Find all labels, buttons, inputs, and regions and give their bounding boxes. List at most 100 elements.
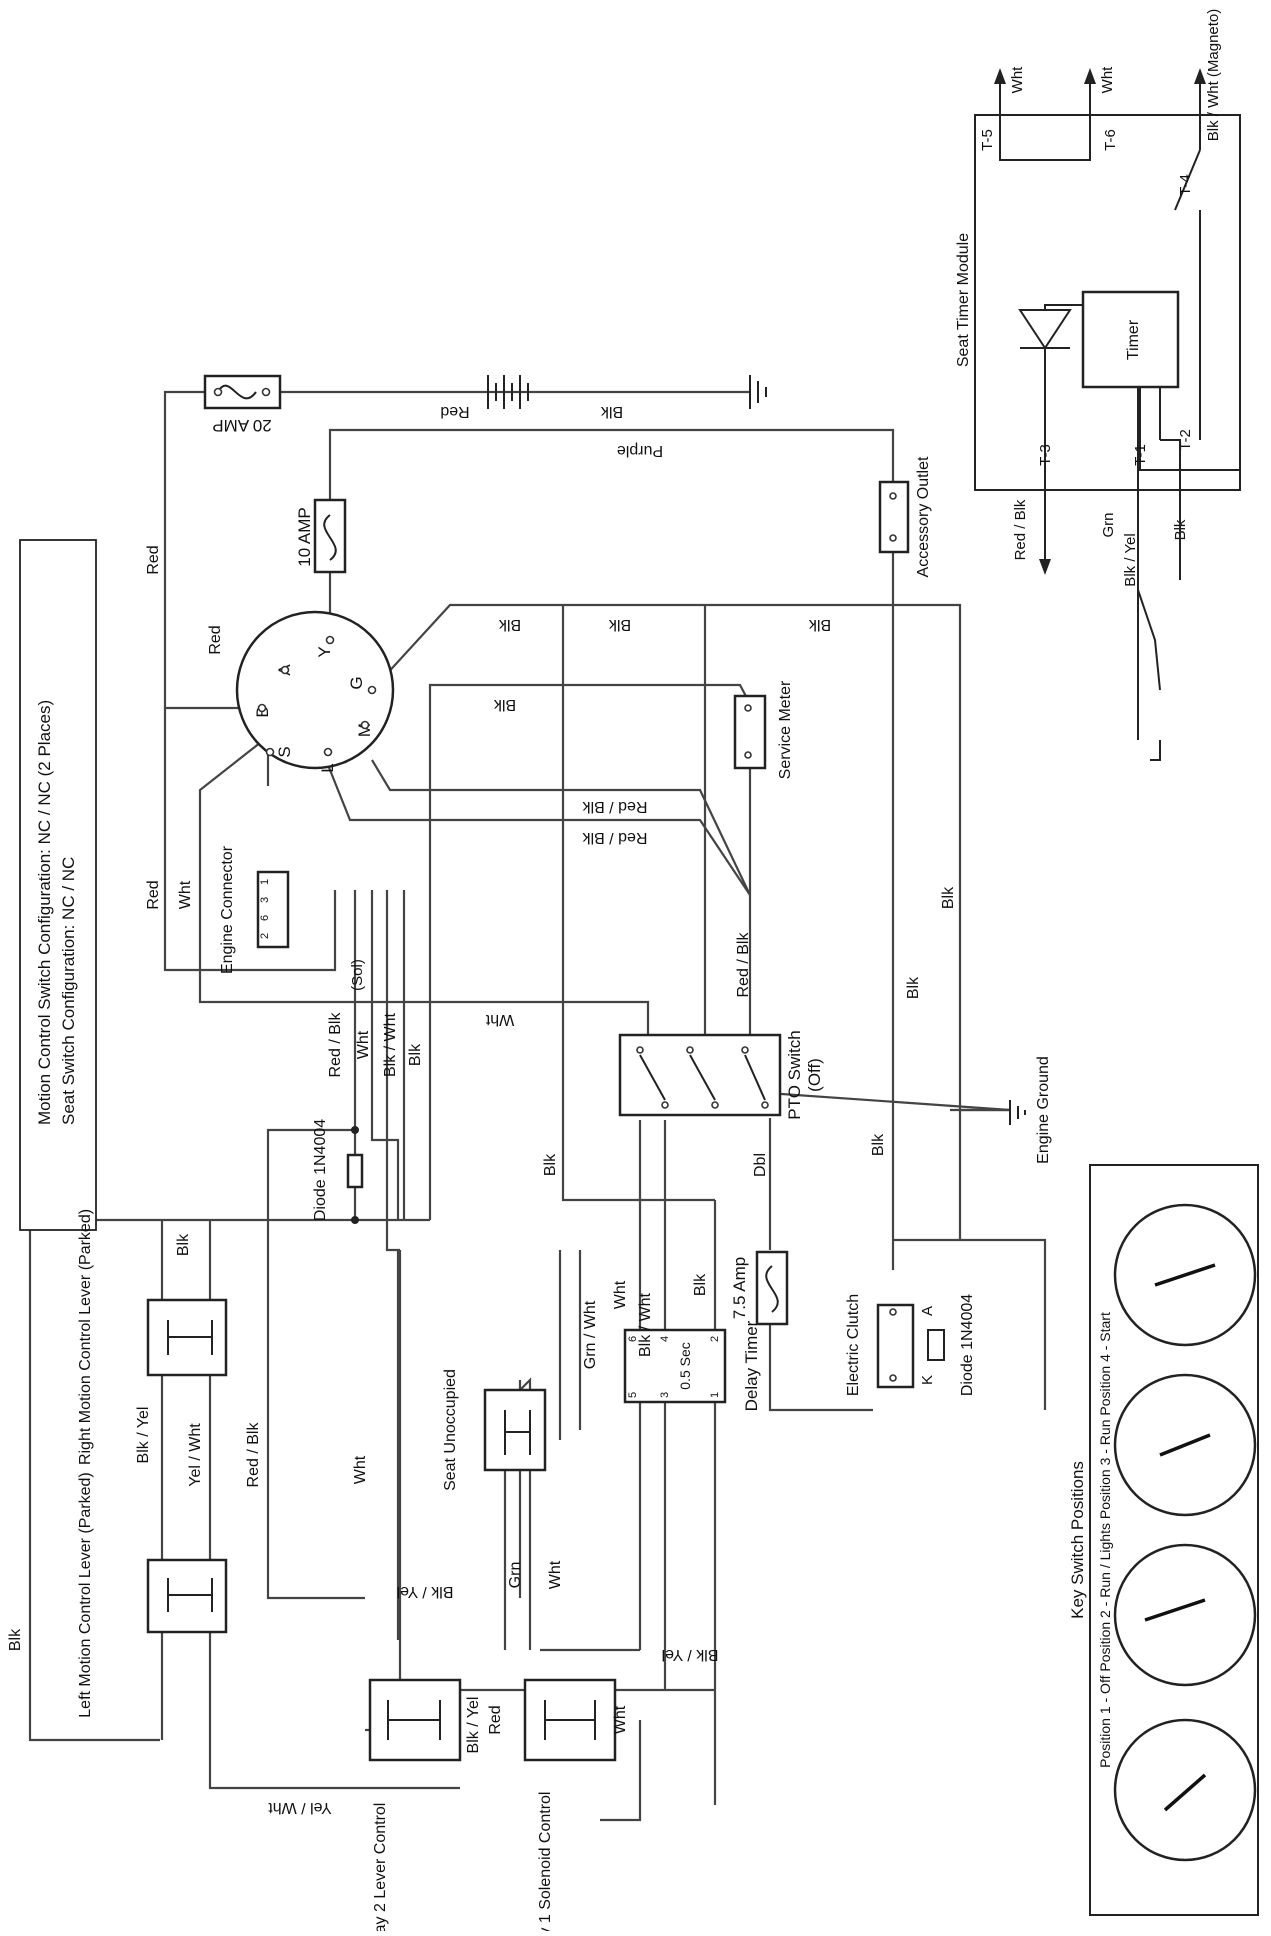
delay-timer-label: Delay Timer [742, 1320, 761, 1411]
lbl-red-1: Red [145, 545, 162, 574]
t5: T-5 [979, 129, 996, 151]
lbl-red-3: Red [145, 880, 162, 909]
t2: T-2 [1177, 429, 1194, 451]
lbl-red-2: Red [207, 625, 224, 654]
engine-pin-6: 6 [259, 915, 271, 921]
pto-switch-label: PTO Switch [785, 1030, 804, 1119]
in-blk-yel: Blk / Yel [1122, 533, 1139, 586]
lbl-wht-1: Wht [177, 880, 194, 909]
terminal-l: L [318, 763, 337, 772]
lbl-blk-3: Blk [808, 616, 831, 633]
t1: T-1 [1132, 444, 1149, 466]
lbl-blk-yel-2: Blk / Yel [397, 1583, 454, 1600]
electric-clutch: A K Electric Clutch Diode 1N4004 [845, 1294, 976, 1396]
dt-pin-3: 3 [659, 1392, 671, 1398]
key-switch: A B S L M G Y [235, 610, 395, 773]
engine-pin-1: 1 [259, 879, 271, 885]
lbl-grn-wht: Grn / Wht [582, 1300, 599, 1369]
terminal-s: S [275, 746, 294, 757]
lbl-red-blk-3: Red / Blk [735, 932, 752, 998]
config-notes: Motion Control Switch Configuration: NC … [19, 539, 97, 1231]
fuse-7-5-label: 7.5 Amp [730, 1257, 749, 1319]
lbl-red-blk-1: Red / Blk [582, 798, 648, 815]
pto-switch: PTO Switch (Off) [618, 1030, 824, 1120]
lbl-red-blk-5: Red / Blk [245, 1422, 262, 1488]
key-pos-2-icon [1113, 1543, 1257, 1687]
lbl-wht-7: Wht [612, 1705, 629, 1734]
engine-connector-label: Engine Connector [219, 845, 236, 974]
lbl-wht-2: Wht [485, 1011, 514, 1028]
terminal-y: Y [315, 646, 334, 657]
lbl-red-blk-2: Red / Blk [582, 829, 648, 846]
lbl-blk-wht-1: Blk / Wht [382, 1012, 399, 1077]
note-line-2: Seat Switch Configuration: NC / NC [59, 857, 78, 1125]
engine-pin-2: 2 [259, 933, 271, 939]
dt-pin-4: 4 [659, 1336, 671, 1342]
in-grn: Grn [1100, 512, 1117, 537]
seat-label: Seat Unoccupied [442, 1369, 459, 1491]
relay-2: Relay 2 Lever Control [368, 1678, 462, 1936]
right-motion-lever: Right Motion Control Lever (Parked) [77, 1209, 228, 1465]
battery-ground-icon [749, 375, 767, 409]
diode-1n4004: Diode 1N4004 [312, 1119, 364, 1224]
left-motion-label: Left Motion Control Lever (Parked) [77, 1472, 94, 1717]
fuse-20-label: 20 AMP [212, 416, 272, 435]
lbl-blk-9: Blk [870, 1133, 887, 1156]
delay-sec-label: 0.5 Sec [677, 1342, 693, 1389]
service-meter-label: Service Meter [777, 680, 794, 779]
lbl-blk-6: Blk [940, 886, 957, 909]
right-motion-label: Right Motion Control Lever (Parked) [77, 1209, 94, 1465]
out-wht-1: Wht [1009, 66, 1026, 94]
wire-labels: Red Red Red Wht Blk Blk Blk Blk Red / Bl… [7, 545, 957, 1816]
lbl-wht-5: Wht [352, 1455, 369, 1484]
left-motion-lever: Left Motion Control Lever (Parked) [77, 1472, 228, 1718]
service-meter: Service Meter [733, 680, 794, 779]
delay-timer: 5 3 1 6 4 2 0.5 Sec Delay Timer [623, 1320, 761, 1411]
accessory-outlet: Accessory Outlet [878, 456, 932, 577]
t6: T-6 [1102, 129, 1119, 151]
wires [28, 390, 1047, 1822]
out-wht-2: Wht [1099, 66, 1116, 94]
lbl-wht-6: Wht [547, 1560, 564, 1589]
lbl-blk-10: Blk [175, 1233, 192, 1256]
clutch-a-label: A [919, 1306, 936, 1316]
fuse-7-5-amp: 7.5 Amp [730, 1250, 789, 1326]
lbl-blk-yel-1: Blk / Yel [135, 1407, 152, 1464]
accessory-outlet-label: Accessory Outlet [915, 456, 932, 577]
lbl-blk-1: Blk [498, 616, 521, 633]
blk-battery-label: Blk [600, 403, 623, 420]
electric-clutch-label: Electric Clutch [845, 1294, 862, 1396]
diode2-label: Diode 1N4004 [959, 1294, 976, 1396]
lbl-wht-4: Wht [612, 1280, 629, 1309]
dt-pin-1: 1 [709, 1392, 721, 1398]
t3: T-3 [1037, 444, 1054, 466]
relay2-label: Relay 2 Lever Control [372, 1803, 389, 1931]
lbl-blk-5: Blk [905, 976, 922, 999]
fuse-20-amp: 20 AMP [203, 374, 282, 435]
terminal-g: G [347, 676, 366, 689]
lbl-yel-wht-1: Yel / Wht [187, 1423, 204, 1487]
seat-timer-title: Seat Timer Module [955, 233, 972, 367]
timer-label: Timer [1125, 319, 1142, 360]
lbl-red-blk-4: Red / Blk [327, 1012, 344, 1078]
out-magneto: Blk / Wht (Magneto) [1205, 9, 1222, 142]
lbl-blk-yel-3: Blk / Yel [662, 1646, 719, 1663]
engine-pin-3: 3 [259, 897, 271, 903]
engine-ground-icon: Engine Ground [1009, 1056, 1052, 1164]
relay-1: Relay 1 Solenoid Control [523, 1678, 617, 1936]
battery [487, 375, 529, 409]
seat-timer-module: Seat Timer Module Timer T-1 T-2 T-3 T-4 … [955, 9, 1241, 761]
lbl-blk-11: Blk [692, 1273, 709, 1296]
engine-ground-label: Engine Ground [1035, 1056, 1052, 1164]
lbl-blk-wht-2: Blk / Wht [637, 1292, 654, 1357]
red-battery-label: Red [440, 403, 469, 420]
key-positions-caption: Position 1 - Off Position 2 - Run / Ligh… [1097, 1312, 1113, 1768]
lbl-blk-7: Blk [407, 1043, 424, 1066]
lbl-blk-2: Blk [608, 616, 631, 633]
lbl-blk-8: Blk [542, 1153, 559, 1176]
sol-label: (Sol) [349, 959, 366, 991]
purple-label: Purple [617, 442, 663, 459]
t4: T-4 [1177, 174, 1194, 196]
lbl-wht-3: Wht [355, 1030, 372, 1059]
fuse-10-amp: 10 AMP [295, 498, 347, 574]
